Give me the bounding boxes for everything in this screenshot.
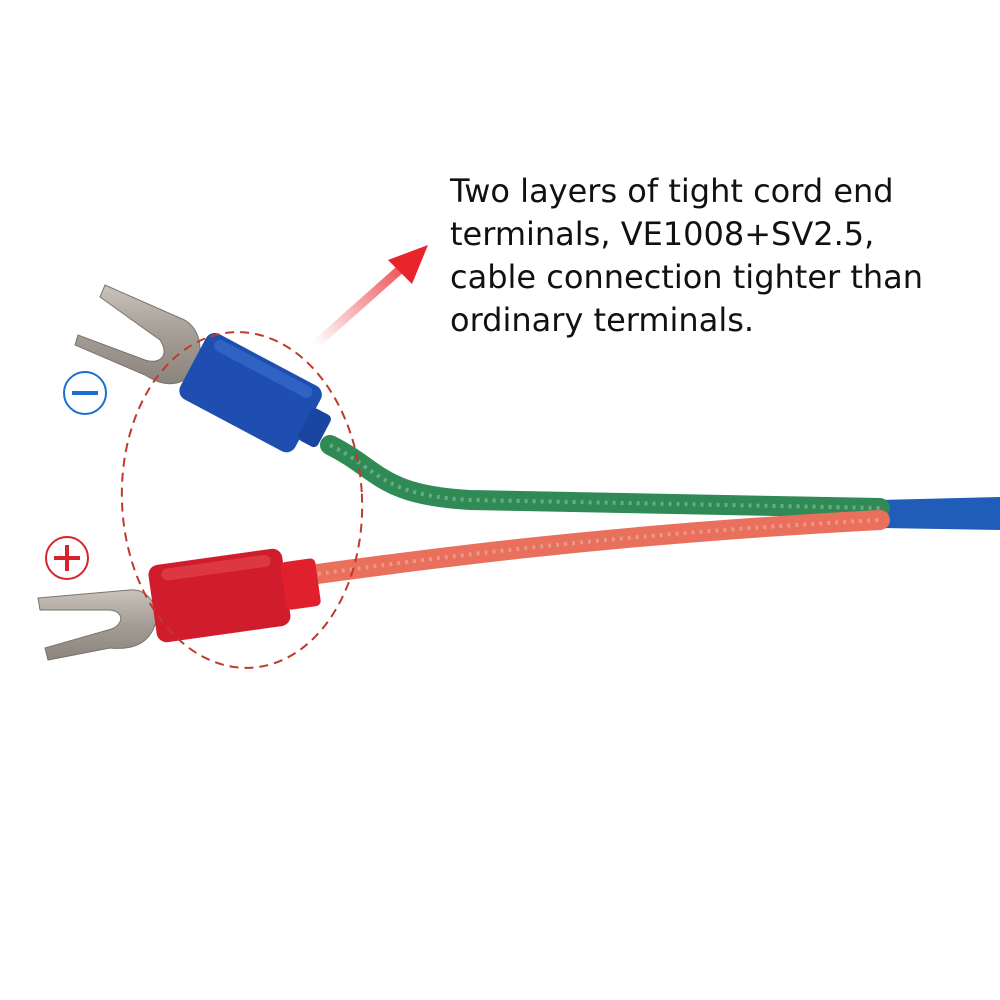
positive-polarity-icon: [45, 536, 89, 580]
caption-line: cable connection tighter than: [450, 258, 924, 296]
highlight-ellipse: [120, 331, 364, 669]
negative-spade-terminal: [74, 284, 201, 385]
positive-spade-terminal: [37, 589, 157, 661]
negative-polarity-icon: [63, 371, 107, 415]
caption-line: ordinary terminals.: [450, 301, 755, 339]
green-wire: [320, 435, 890, 518]
caption-line: Two layers of tight cord end: [450, 172, 894, 210]
cable-jacket: [880, 497, 1000, 530]
callout-caption: Two layers of tight cord end terminals, …: [450, 170, 990, 342]
red-wire: [300, 510, 890, 585]
caption-line: terminals, VE1008+SV2.5,: [450, 215, 875, 253]
red-insulated-sleeve: [148, 548, 321, 643]
callout-arrow: [312, 245, 428, 349]
blue-insulated-sleeve: [179, 332, 331, 453]
